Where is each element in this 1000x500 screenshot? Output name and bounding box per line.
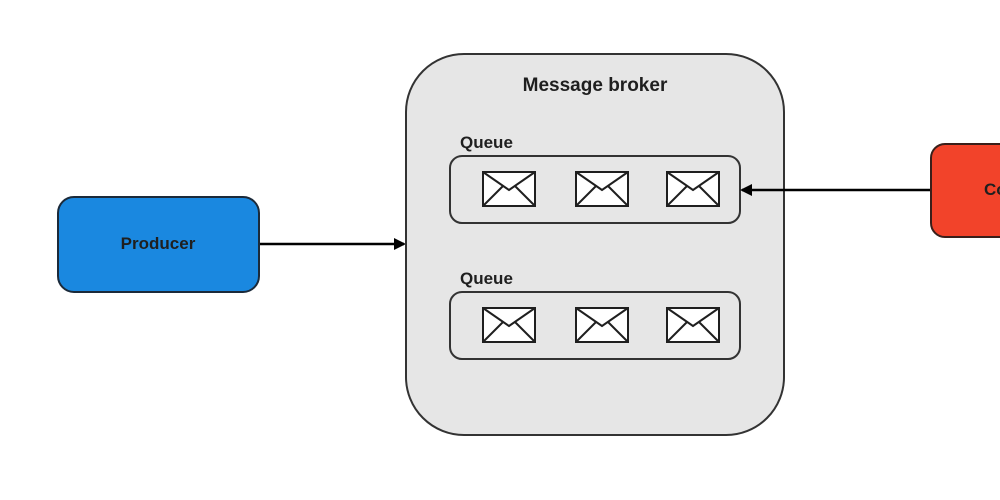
- producer-label: Producer: [121, 234, 196, 253]
- envelope-icon: [666, 307, 720, 343]
- queue-2-label: Queue: [460, 269, 513, 288]
- producer-node: Producer: [57, 196, 260, 293]
- consumer-label: Consumer: [984, 180, 1000, 199]
- queue-2: Queue: [449, 269, 741, 360]
- envelope-icon: [575, 307, 629, 343]
- queue-1: Queue: [449, 133, 741, 224]
- message-broker-node: Message broker Queue Queue: [405, 53, 785, 436]
- envelope-icon: [575, 171, 629, 207]
- envelope-icon: [666, 171, 720, 207]
- queue-1-label: Queue: [460, 133, 513, 152]
- envelope-icon: [482, 171, 536, 207]
- envelope-icon: [482, 307, 536, 343]
- consumer-node: Consumer: [930, 143, 1000, 238]
- broker-title: Message broker: [523, 75, 668, 96]
